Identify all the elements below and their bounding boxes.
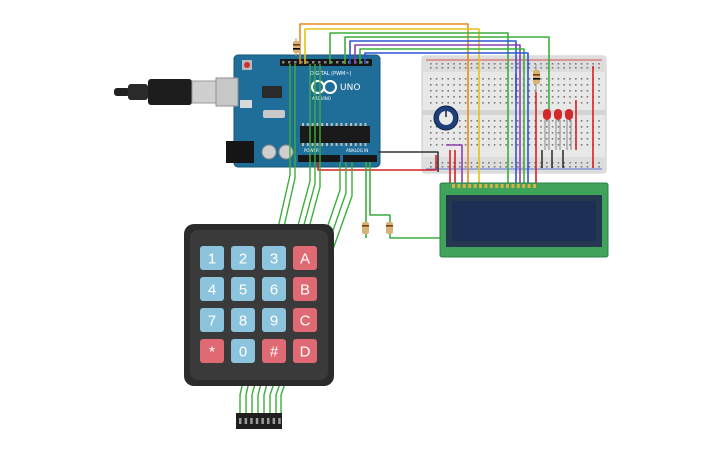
resistor-top — [293, 38, 300, 56]
key-5[interactable]: 5 — [231, 277, 255, 301]
key-label: A — [300, 251, 310, 268]
lcd-screen — [452, 201, 596, 241]
key-label: 1 — [208, 251, 216, 268]
key-D[interactable]: D — [293, 339, 317, 363]
key-label: 5 — [239, 282, 247, 299]
resistor-lcd-1 — [362, 222, 369, 234]
key-label: 9 — [270, 313, 278, 330]
key-label: 0 — [239, 344, 247, 361]
power-label: POWER — [304, 148, 319, 153]
key-label: 8 — [239, 313, 247, 330]
keypad-connector — [236, 413, 282, 429]
lcd-header-pins — [452, 184, 536, 188]
key-label: D — [300, 344, 311, 361]
key-C[interactable]: C — [293, 308, 317, 332]
key-A[interactable]: A — [293, 246, 317, 270]
key-9[interactable]: 9 — [262, 308, 286, 332]
lcd-module — [439, 182, 609, 258]
key-7[interactable]: 7 — [200, 308, 224, 332]
keypad-keys: 1 2 3 A 4 5 6 B 7 8 9 C * 0 # D — [200, 246, 317, 363]
keypad: 1 2 3 A 4 5 6 B 7 8 9 C * 0 # D — [184, 224, 334, 429]
key-label: 6 — [270, 282, 278, 299]
key-B[interactable]: B — [293, 277, 317, 301]
wires-bottom — [317, 92, 537, 239]
digital-label: DIGITAL (PWM~) — [310, 71, 352, 77]
key-label: C — [300, 313, 311, 330]
key-label: * — [209, 344, 215, 361]
brand-label: ARDUINO — [312, 96, 331, 101]
led-red-1 — [543, 109, 551, 150]
breadboard-jumpers — [515, 66, 594, 168]
potentiometer — [433, 105, 459, 131]
led-red-2 — [554, 109, 562, 150]
key-label: 3 — [270, 251, 278, 268]
resistor-breadboard — [533, 64, 540, 92]
key-hash[interactable]: # — [262, 339, 286, 363]
key-6[interactable]: 6 — [262, 277, 286, 301]
arduino-uno: DIGITAL (PWM~) UNO ARDUINO POWER ANALOG … — [215, 54, 381, 168]
model-label: UNO — [340, 83, 360, 93]
chip-pins — [302, 123, 367, 146]
key-star[interactable]: * — [200, 339, 224, 363]
key-4[interactable]: 4 — [200, 277, 224, 301]
led-group — [543, 109, 573, 150]
key-label: 4 — [208, 282, 216, 299]
key-1[interactable]: 1 — [200, 246, 224, 270]
led-red-3 — [565, 109, 573, 150]
arduino-logo — [311, 80, 337, 94]
connector-pins — [239, 418, 281, 424]
key-3[interactable]: 3 — [262, 246, 286, 270]
usb-cable — [114, 79, 217, 105]
key-label: 7 — [208, 313, 216, 330]
key-8[interactable]: 8 — [231, 308, 255, 332]
key-label: # — [270, 344, 279, 361]
key-label: B — [300, 282, 310, 299]
resistor-lcd-2 — [386, 222, 393, 234]
key-0[interactable]: 0 — [231, 339, 255, 363]
key-label: 2 — [239, 251, 247, 268]
analog-label: ANALOG IN — [346, 148, 368, 153]
key-2[interactable]: 2 — [231, 246, 255, 270]
